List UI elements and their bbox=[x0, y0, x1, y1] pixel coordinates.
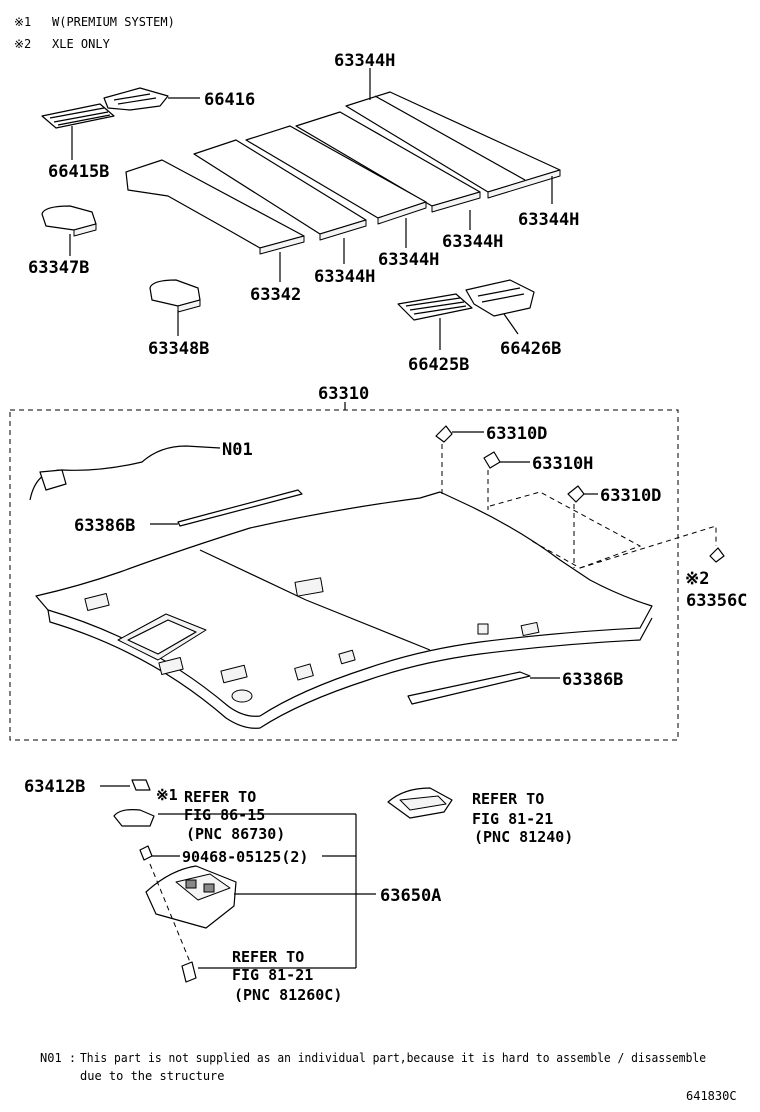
label-66416: 66416 bbox=[204, 90, 255, 110]
ref3-line3: (PNC 81260C) bbox=[234, 986, 342, 1004]
strip-63386B-b bbox=[407, 671, 531, 705]
ref3-line1: REFER TO bbox=[232, 948, 304, 966]
clip-63356C bbox=[709, 547, 725, 563]
console-assembly bbox=[387, 787, 453, 819]
footnote-line1: This part is not supplied as an individu… bbox=[80, 1051, 706, 1065]
bulb bbox=[181, 961, 197, 983]
pad-63342 bbox=[125, 159, 305, 255]
clip-63310H bbox=[483, 451, 501, 469]
mark-1: ※1 bbox=[156, 786, 178, 804]
bracket-66426B bbox=[465, 279, 535, 317]
ref2-line3: (PNC 81240) bbox=[474, 828, 573, 846]
label-63310D-b: 63310D bbox=[600, 486, 661, 506]
pad-63348B bbox=[149, 279, 201, 313]
label-63344H-d: 63344H bbox=[442, 232, 503, 252]
label-63344H-top: 63344H bbox=[334, 51, 395, 71]
wire-N01-connector bbox=[39, 469, 67, 491]
ref2-line2: FIG 81-21 bbox=[472, 810, 553, 828]
bracket-66416 bbox=[103, 87, 169, 111]
pad-63344H-b bbox=[193, 139, 367, 241]
ref3-line2: FIG 81-21 bbox=[232, 966, 313, 984]
pad-66425B bbox=[397, 293, 473, 321]
label-63412B: 63412B bbox=[24, 777, 85, 797]
note-2-text: XLE ONLY bbox=[52, 37, 111, 51]
label-66425B: 66425B bbox=[408, 355, 469, 375]
ref1-line1: REFER TO bbox=[184, 788, 256, 806]
footnote-label: N01 : bbox=[40, 1051, 76, 1065]
clip-63310D-b bbox=[567, 485, 585, 503]
label-66426B: 66426B bbox=[500, 339, 561, 359]
ref1-line2: FIG 86-15 bbox=[184, 806, 265, 824]
note-1-text: W(PREMIUM SYSTEM) bbox=[52, 15, 175, 29]
screw-90468 bbox=[139, 845, 153, 861]
lamp-lens bbox=[113, 809, 155, 827]
label-90468: 90468-05125(2) bbox=[182, 848, 308, 866]
label-63344H-b: 63344H bbox=[314, 267, 375, 287]
label-63344H-a: 63344H bbox=[518, 210, 579, 230]
figure-id: 641830C bbox=[686, 1089, 737, 1103]
label-66415B: 66415B bbox=[48, 162, 109, 182]
label-N01: N01 bbox=[222, 440, 253, 460]
label-63386B-a: 63386B bbox=[74, 516, 135, 536]
label-63386B-b: 63386B bbox=[562, 670, 623, 690]
label-63347B: 63347B bbox=[28, 258, 89, 278]
label-63348B: 63348B bbox=[148, 339, 209, 359]
label-63356C: 63356C bbox=[686, 591, 747, 611]
footnote-line2: due to the structure bbox=[80, 1069, 225, 1083]
pad-63344H-top bbox=[345, 91, 561, 199]
ref1-line3: (PNC 86730) bbox=[186, 825, 285, 843]
clip-63412B bbox=[131, 779, 151, 791]
lamp-63650A bbox=[145, 865, 237, 929]
label-63342: 63342 bbox=[250, 285, 301, 305]
note-1-mark: ※1 bbox=[14, 15, 31, 29]
pad-63347B bbox=[41, 205, 97, 237]
pad-63344H-c bbox=[245, 125, 427, 225]
headliner-assembly-frame bbox=[9, 409, 679, 741]
pad-66415B bbox=[41, 103, 115, 129]
label-63344H-c: 63344H bbox=[378, 250, 439, 270]
label-63310: 63310 bbox=[318, 384, 369, 404]
label-63310D-a: 63310D bbox=[486, 424, 547, 444]
label-63310H: 63310H bbox=[532, 454, 593, 474]
note-2-mark: ※2 bbox=[14, 37, 31, 51]
strip-63386B-a bbox=[177, 489, 303, 527]
ref2-line1: REFER TO bbox=[472, 790, 544, 808]
mark-2: ※2 bbox=[685, 569, 709, 589]
label-63650A: 63650A bbox=[380, 886, 441, 906]
clip-63310D-a bbox=[435, 425, 453, 443]
headliner-63310 bbox=[35, 491, 653, 729]
